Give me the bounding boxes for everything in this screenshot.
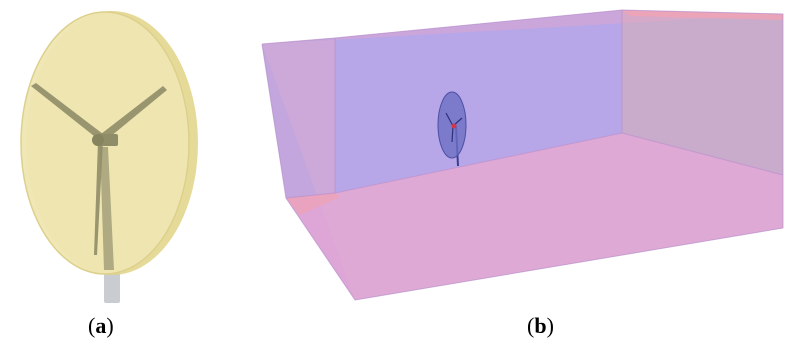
- domain-floor-face: [286, 133, 783, 300]
- panel-b-domain: [261, 9, 784, 301]
- mini-blade-1: [445, 112, 454, 127]
- panel-b-label: (b): [527, 313, 554, 338]
- domain-front-face: [262, 14, 783, 300]
- domain-edge-outline: [261, 9, 784, 301]
- mini-blade-3: [451, 125, 454, 143]
- panel-a-label: (a): [88, 313, 114, 338]
- mini-hub-mark: [451, 123, 457, 129]
- panel-a-turbine: [20, 11, 198, 303]
- domain-top-face: [262, 10, 783, 44]
- domain-edge-top-right: [622, 10, 783, 20]
- blade-down: [94, 141, 103, 255]
- domain-inner-edges: [334, 10, 623, 194]
- hub: [92, 134, 104, 146]
- blade-left: [31, 83, 103, 140]
- mini-turbine: [437, 91, 467, 167]
- domain-edge-bottom-left: [286, 193, 340, 215]
- domain-edge-floor-right: [621, 132, 784, 176]
- panel-b-letter: b: [534, 313, 547, 338]
- domain-edge-floor-back: [285, 192, 336, 199]
- blade-right: [101, 86, 167, 141]
- panel-a-letter: a: [95, 313, 107, 338]
- domain-far-face: [622, 10, 783, 175]
- domain-back-face: [335, 10, 622, 193]
- tower-shaft: [100, 147, 114, 270]
